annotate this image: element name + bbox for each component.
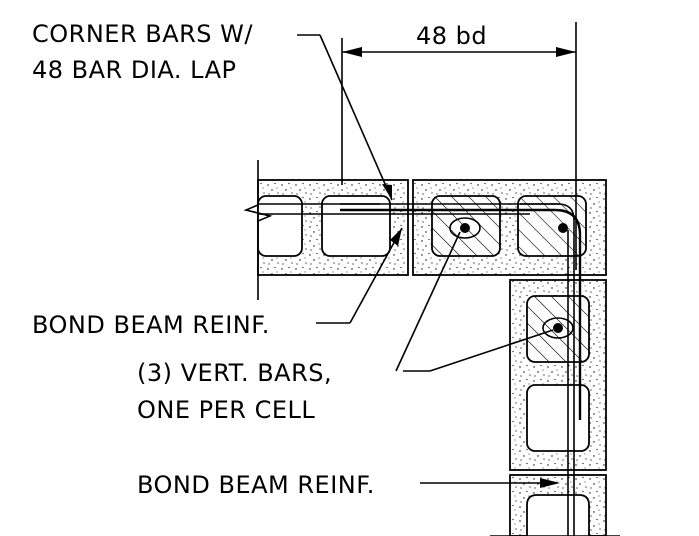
vert-bars-label-2: ONE PER CELL	[137, 396, 315, 424]
leader-bond-beam-2	[420, 478, 560, 488]
leader-bond-beam-1	[316, 227, 403, 324]
leader-corner-bars	[297, 34, 393, 201]
dimension-line	[341, 22, 577, 270]
dimension-label: 48 bd	[416, 22, 487, 50]
vert-bar-3	[553, 323, 563, 333]
horizontal-wall	[257, 179, 607, 276]
cell-empty-2	[321, 195, 391, 257]
corner-bars-label-1: CORNER BARS W/	[32, 20, 253, 48]
leader-vert-bars	[395, 231, 554, 372]
cell-empty-1	[257, 195, 303, 257]
corner-bars-label-2: 48 BAR DIA. LAP	[32, 56, 236, 84]
corner-bar-2	[520, 203, 575, 536]
vert-bars-label-1: (3) VERT. BARS,	[137, 359, 332, 387]
vertical-wall	[490, 279, 620, 536]
vert-bar-1	[460, 223, 470, 233]
cell-partial-bottom	[526, 494, 590, 536]
vert-bar-2	[558, 223, 568, 233]
break-line	[243, 160, 273, 300]
bond-beam-label-2: BOND BEAM REINF.	[137, 471, 375, 499]
bond-beam-label-1: BOND BEAM REINF.	[32, 311, 270, 339]
vertical-bars	[449, 217, 574, 339]
